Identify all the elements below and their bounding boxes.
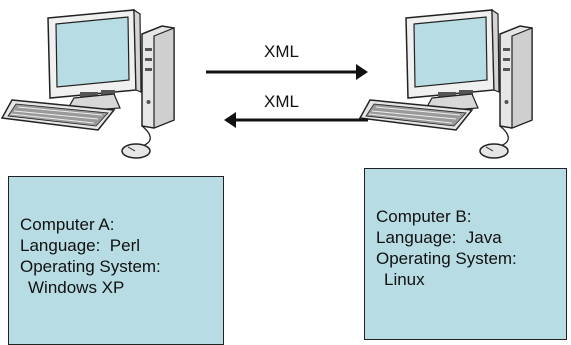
- computer-b-os-label: Operating System:: [376, 249, 517, 268]
- arrow-left-icon: [224, 112, 368, 128]
- computer-b-language: Language: Java: [376, 228, 502, 247]
- computer-b-info-box: Computer B: Language: Java Operating Sys…: [364, 168, 567, 340]
- computer-a-language: Language: Perl: [20, 236, 141, 255]
- computer-b-os-value: Linux: [384, 270, 425, 289]
- computer-a-name: Computer A:: [20, 215, 115, 234]
- computer-a-info-box: Computer A: Language: Perl Operating Sys…: [8, 176, 224, 345]
- computer-a-os-label: Operating System:: [20, 257, 161, 276]
- computer-b-name: Computer B:: [376, 207, 472, 226]
- xml-label-bottom: XML: [264, 92, 299, 111]
- computer-b-icon: [359, 9, 533, 159]
- xml-label-top: XML: [264, 42, 299, 61]
- computer-a-icon: [1, 9, 175, 159]
- computer-a-os-value: Windows XP: [28, 278, 125, 297]
- arrow-right-icon: [206, 64, 368, 80]
